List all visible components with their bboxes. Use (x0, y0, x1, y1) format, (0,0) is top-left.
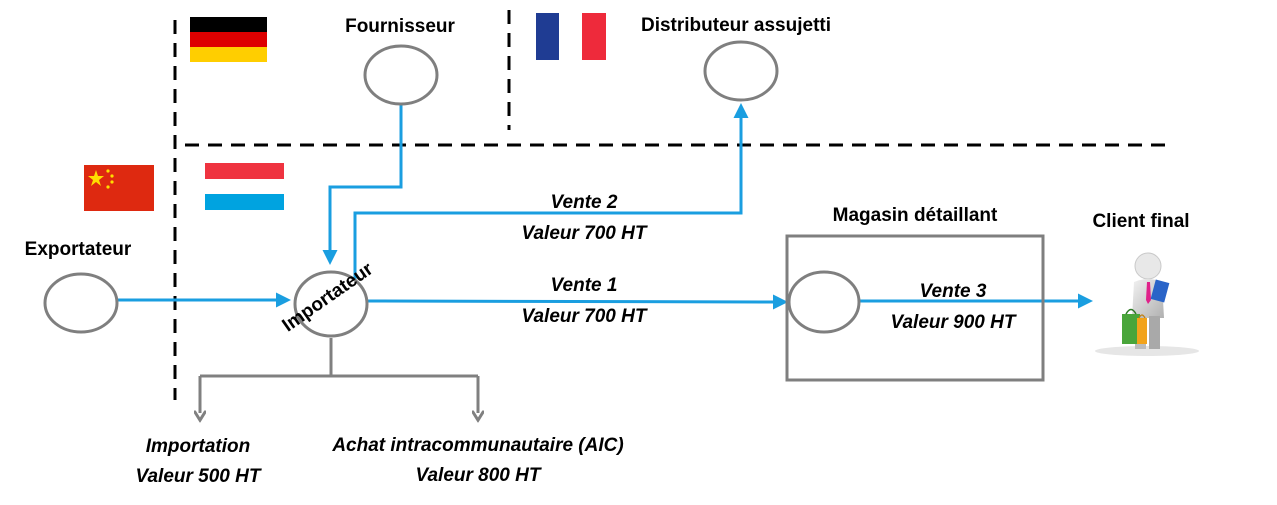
germany-flag (190, 17, 267, 62)
client-label: Client final (1092, 211, 1189, 232)
france-flag (536, 13, 606, 60)
vente2-value: Valeur 700 HT (522, 223, 648, 244)
distributeur-circle (703, 40, 779, 102)
aic-value: Valeur 800 HT (416, 465, 542, 486)
luxembourg-flag (205, 163, 284, 210)
importation-title: Importation (146, 436, 251, 457)
importation-value: Valeur 500 HT (136, 466, 262, 487)
flow-fournisseur-to-importateur (322, 104, 403, 265)
exportateur-circle (43, 272, 119, 334)
vente2-title: Vente 2 (551, 192, 618, 213)
vente1-title: Vente 1 (551, 275, 618, 296)
aic-title: Achat intracommunautaire (AIC) (331, 435, 623, 456)
magasin-circle (787, 270, 861, 334)
exportateur-label: Exportateur (25, 239, 132, 260)
distributeur-label: Distributeur assujetti (641, 15, 831, 36)
shopper-figure-icon (1095, 252, 1199, 356)
magasin-box (785, 234, 1045, 382)
tax-split-line (200, 338, 478, 378)
fournisseur-circle (363, 44, 439, 106)
importateur-circle (293, 270, 369, 338)
vente3-value: Valeur 900 HT (891, 312, 1017, 333)
vente1-value: Valeur 700 HT (522, 306, 648, 327)
china-flag (84, 165, 154, 211)
flow-vente2 (353, 103, 749, 283)
fournisseur-label: Fournisseur (345, 16, 455, 37)
vente3-title: Vente 3 (920, 281, 987, 302)
magasin-label: Magasin détaillant (833, 205, 998, 226)
flow-vente1 (366, 294, 788, 310)
